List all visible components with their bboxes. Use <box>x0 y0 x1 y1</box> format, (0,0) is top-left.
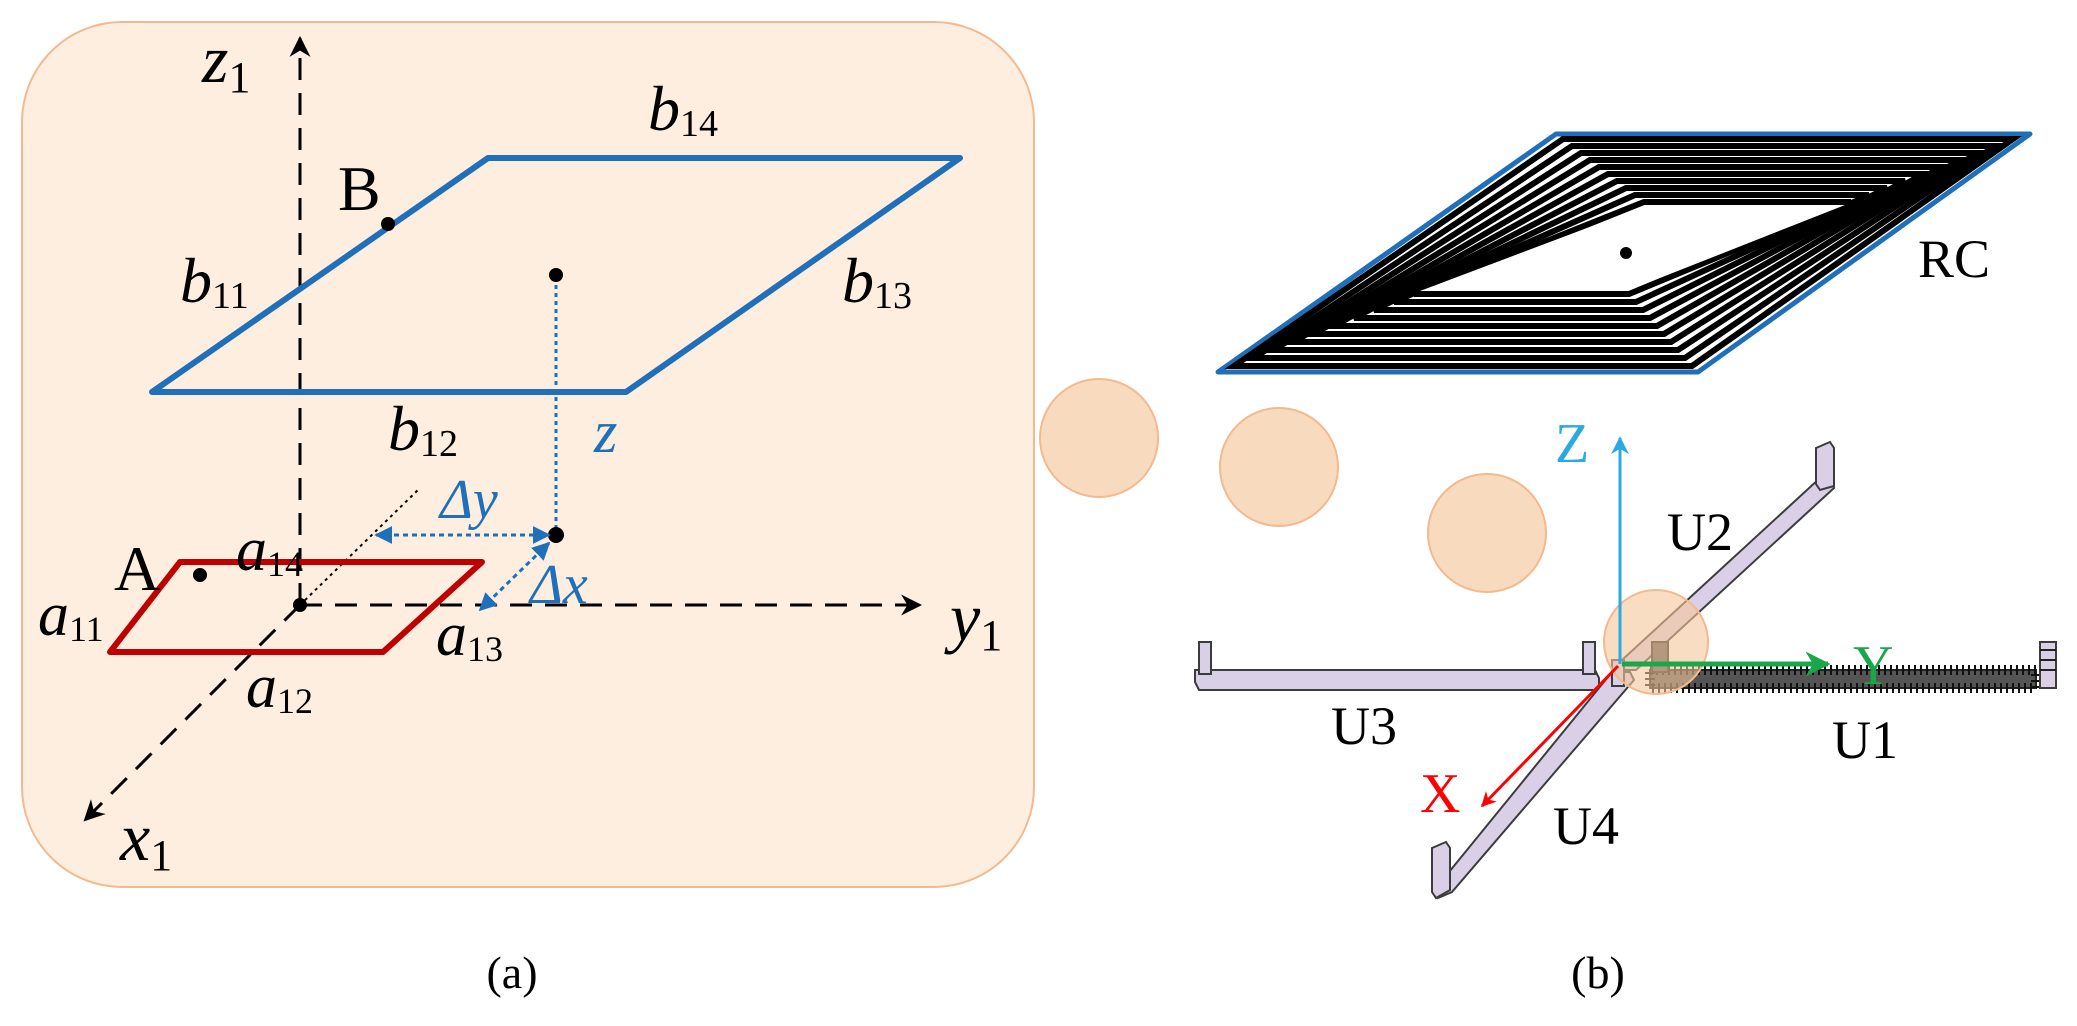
u4-bar-body <box>1434 671 1636 900</box>
caption-b: (b) <box>1571 947 1625 998</box>
x-axis-label: X <box>1420 763 1460 825</box>
unit-u2-label: U2 <box>1667 502 1733 562</box>
coil-turn <box>1412 199 1853 297</box>
point-a-dot <box>193 568 207 582</box>
zoom-bubble <box>1219 407 1339 527</box>
dx-arrow <box>478 541 551 612</box>
point-b-dot <box>381 217 395 231</box>
panel-b: RC <box>1194 131 2057 998</box>
unit-u3-label: U3 <box>1331 696 1397 756</box>
unit-u1-label: U1 <box>1832 710 1898 770</box>
unit-u4-label: U4 <box>1553 796 1619 856</box>
edge-a12-label: a12 <box>246 653 313 721</box>
unit-u3-bar <box>1194 641 1600 691</box>
edge-b14-label: b14 <box>648 73 718 145</box>
u2-end-post <box>1815 440 1835 492</box>
panel-a-background <box>21 21 1035 888</box>
point-a-label: A <box>114 533 160 604</box>
panel-a: z1 y1 x1 B A b11 b12 b13 b14 a11 a12 <box>21 21 1035 998</box>
secondary-center-dot <box>549 268 563 282</box>
coil-turn <box>1244 143 2005 361</box>
zoom-bubbles <box>1039 378 1547 593</box>
zoom-bubble <box>1427 473 1547 593</box>
u3-end-post <box>1198 641 1212 675</box>
u1-end-block <box>2039 641 2057 689</box>
point-b-label: B <box>338 153 381 224</box>
receiver-center-dot <box>1620 247 1632 259</box>
u3-bar-body <box>1194 669 1600 691</box>
coil-turn <box>1283 157 1970 345</box>
dx-offset-label: Δx <box>528 554 588 616</box>
edge-b13-label: b13 <box>842 245 912 317</box>
edge-b12-label: b12 <box>388 393 458 465</box>
zoom-bubble <box>1039 378 1159 498</box>
z-axis-label: Z <box>1555 413 1589 475</box>
receiver-coil-outline <box>1215 131 2033 375</box>
projected-center-dot <box>548 527 564 543</box>
coil-turn <box>1322 171 1935 329</box>
origin-dot <box>293 598 307 612</box>
receiver-coil: RC <box>1215 131 2033 375</box>
u4-end-post <box>1431 840 1451 900</box>
secondary-coil-b <box>149 155 963 395</box>
primary-coil-a <box>107 559 485 655</box>
x1-axis <box>83 603 302 822</box>
caption-a: (a) <box>486 947 537 998</box>
coil-turn <box>1372 185 1889 313</box>
edge-a11-label: a11 <box>38 581 104 649</box>
z-offset-label: z <box>593 399 617 465</box>
center-highlight-bubble <box>1603 589 1709 695</box>
u3-end-post <box>1582 641 1596 675</box>
y-axis-label: Y <box>1853 635 1893 697</box>
coil-turn <box>1392 192 1871 305</box>
coil-center-window <box>1420 205 1845 291</box>
unit-u4-bar <box>1431 659 1636 900</box>
receiver-label: RC <box>1918 229 1990 289</box>
edge-a14-label: a14 <box>236 516 303 584</box>
x1-axis-label: x1 <box>119 799 172 880</box>
edge-a13-label: a13 <box>436 601 503 669</box>
dy-offset-label: Δy <box>438 469 498 531</box>
coil-turn <box>1263 150 1988 353</box>
coil-turn <box>1224 136 2023 369</box>
z1-axis-label: z1 <box>201 21 250 102</box>
x-axis-arrow <box>1480 664 1620 808</box>
coil-turn <box>1352 178 1907 321</box>
coil-turn <box>1302 164 1952 337</box>
y1-axis-label: y1 <box>944 579 1002 660</box>
edge-b11-label: b11 <box>180 245 249 317</box>
